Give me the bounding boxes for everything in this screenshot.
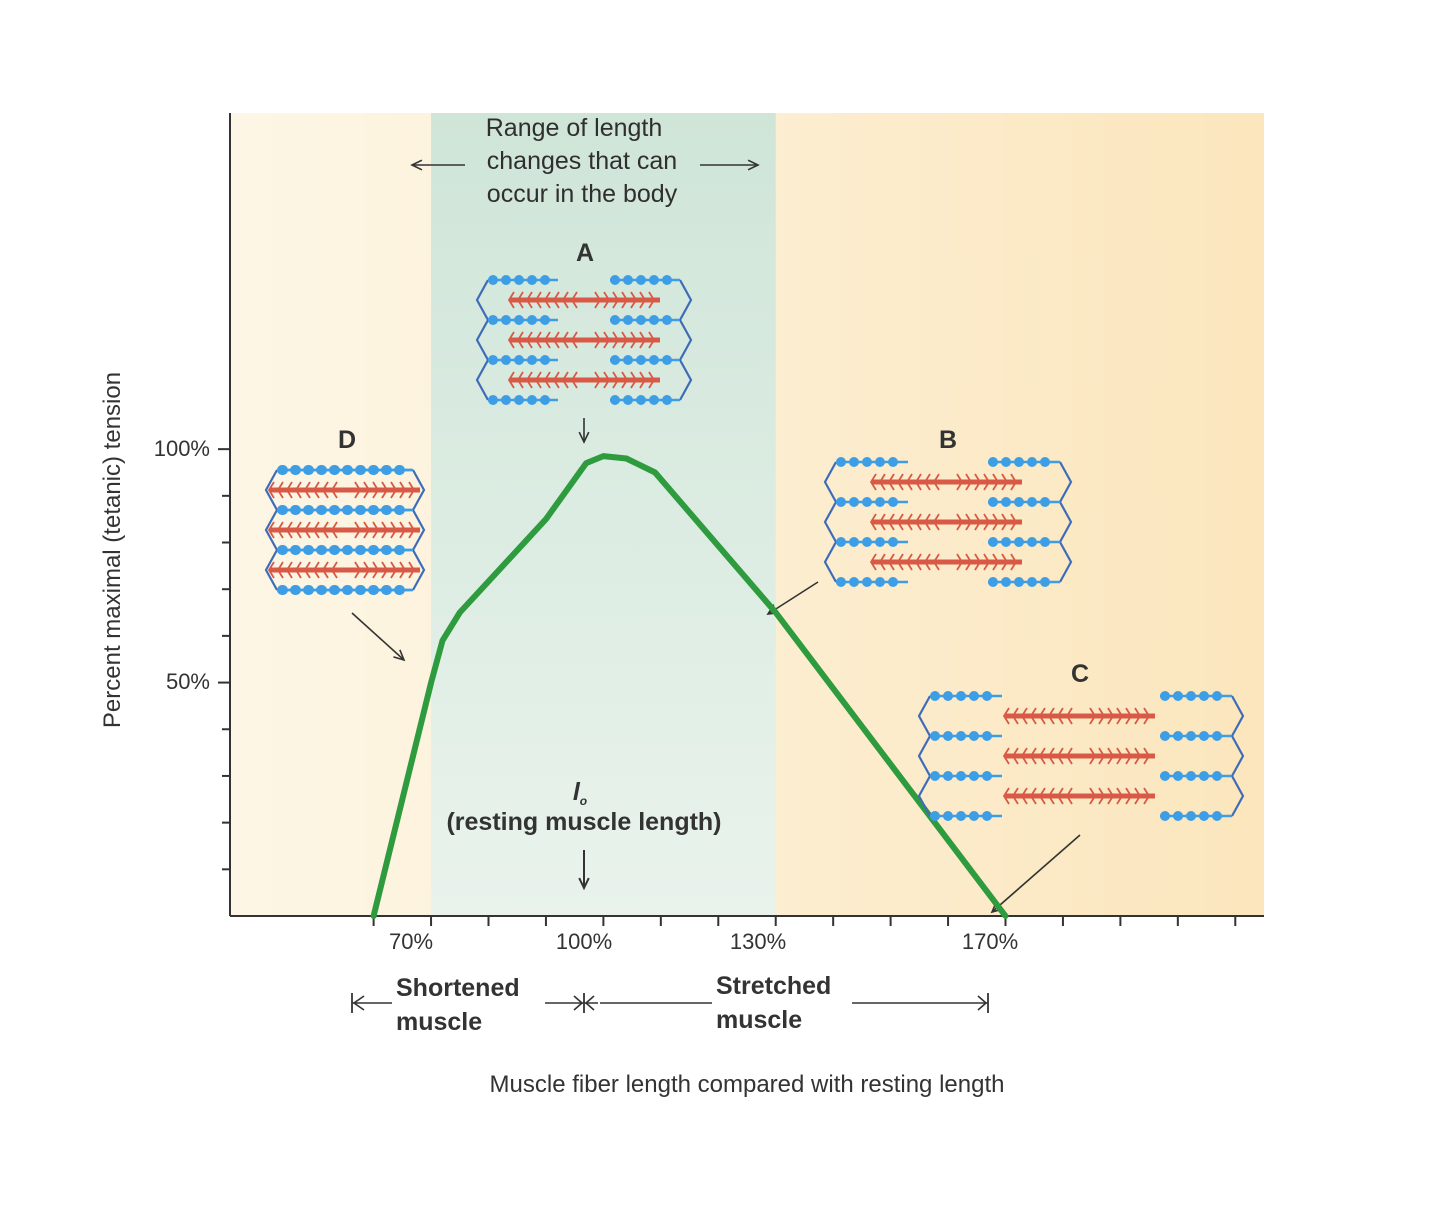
y-tick-label-50: 50% [166, 669, 210, 694]
stretched-label-line-2: muscle [716, 1006, 802, 1034]
sarcomere-c [917, 691, 1245, 821]
range-arrow-right [700, 159, 760, 171]
y-tick-label-100: 100% [154, 436, 210, 461]
y-axis-title: Percent maximal (tetanic) tension [99, 372, 126, 728]
shortened-label-line-2: muscle [396, 1008, 482, 1036]
x-tick-label-100: 100% [556, 929, 612, 954]
arrow-to-d [351, 612, 406, 662]
body-range-shading [431, 113, 776, 916]
stretched-label-line-1: Stretched [716, 972, 831, 1000]
length-range-line [351, 993, 989, 1013]
arrow-to-a [578, 418, 590, 444]
range-arrow-left [410, 159, 465, 171]
range-label-line-3: occur in the body [487, 180, 678, 208]
resting-length-label: (resting muscle length) [446, 808, 721, 836]
sarcomere-d [264, 465, 426, 595]
sarcomere-a [475, 275, 693, 405]
resting-length-symbol: lo [573, 778, 587, 808]
x-tick-label-170: 170% [962, 929, 1018, 954]
arrow-to-resting [578, 850, 590, 891]
x-tick-label-130: 130% [730, 929, 786, 954]
sarcomere-label-b: B [939, 426, 957, 454]
x-axis-title: Muscle fiber length compared with restin… [490, 1071, 1005, 1098]
range-label-line-1: Range of length [486, 114, 663, 142]
shortened-label-line-1: Shortened [396, 974, 520, 1002]
x-tick-label-70: 70% [389, 929, 433, 954]
sarcomere-label-d: D [338, 426, 356, 454]
sarcomere-label-a: A [576, 239, 594, 267]
length-tension-curve [370, 453, 1009, 919]
sarcomere-b [823, 457, 1073, 587]
range-label-line-2: changes that can [487, 147, 677, 175]
sarcomere-label-c: C [1071, 660, 1089, 688]
